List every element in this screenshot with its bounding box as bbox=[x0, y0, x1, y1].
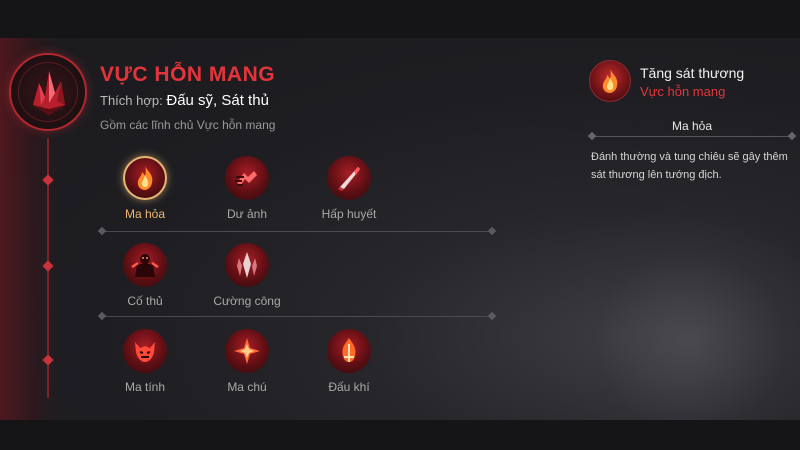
smoke-background bbox=[540, 198, 800, 420]
tier-separator-1 bbox=[102, 231, 492, 232]
game-panel: VỰC HỖN MANG Thích hợp: Đấu sỹ, Sát thủ … bbox=[0, 38, 800, 420]
faction-description: Gồm các lĩnh chủ Vực hỗn mang bbox=[100, 118, 276, 132]
skill-label: Cố thủ bbox=[127, 294, 163, 308]
detail-subtitle: Vực hỗn mang bbox=[640, 84, 726, 99]
flame-icon bbox=[123, 156, 167, 200]
spear-icon bbox=[225, 243, 269, 287]
skill-co-thu[interactable]: Cố thủ bbox=[95, 243, 195, 308]
skill-label: Hấp huyết bbox=[321, 207, 377, 221]
skill-cuong-cong[interactable]: Cường công bbox=[197, 243, 297, 308]
skill-label: Ma chú bbox=[227, 380, 267, 394]
skill-label: Dư ảnh bbox=[226, 207, 268, 221]
demon-icon bbox=[123, 329, 167, 373]
skill-ma-chu[interactable]: Ma chú bbox=[197, 329, 297, 394]
detail-flame-icon bbox=[589, 60, 631, 102]
dash-icon bbox=[225, 156, 269, 200]
skill-label: Ma tính bbox=[124, 380, 166, 394]
skill-ma-tinh[interactable]: Ma tính bbox=[95, 329, 195, 394]
tier-separator-2 bbox=[102, 316, 492, 317]
rune-icon bbox=[225, 329, 269, 373]
detail-skill-name: Ma hỏa bbox=[671, 119, 713, 133]
guardian-icon bbox=[123, 243, 167, 287]
detail-separator bbox=[592, 136, 792, 137]
faction-suitable: Thích hợp: Đấu sỹ, Sát thủ bbox=[100, 92, 269, 109]
detail-description: Đánh thường và tung chiêu sẽ gây thêm sá… bbox=[591, 151, 788, 181]
skill-du-anh[interactable]: Dư ảnh bbox=[197, 156, 297, 221]
sword-flame-icon bbox=[327, 329, 371, 373]
detail-title: Tăng sát thương bbox=[640, 65, 745, 81]
faction-suitable-value: Đấu sỹ, Sát thủ bbox=[166, 92, 269, 109]
skill-hap-huyet[interactable]: Hấp huyết bbox=[299, 156, 399, 221]
crystal-icon bbox=[33, 71, 65, 115]
skill-ma-hoa[interactable]: Ma hỏa bbox=[95, 156, 195, 221]
skill-label: Đấu khí bbox=[328, 380, 370, 394]
skill-label: Cường công bbox=[213, 294, 281, 308]
skill-label: Ma hỏa bbox=[124, 207, 166, 221]
skill-dau-khi[interactable]: Đấu khí bbox=[299, 329, 399, 394]
faction-emblem bbox=[9, 53, 87, 131]
blade-icon bbox=[327, 156, 371, 200]
faction-title: VỰC HỖN MANG bbox=[100, 63, 276, 86]
